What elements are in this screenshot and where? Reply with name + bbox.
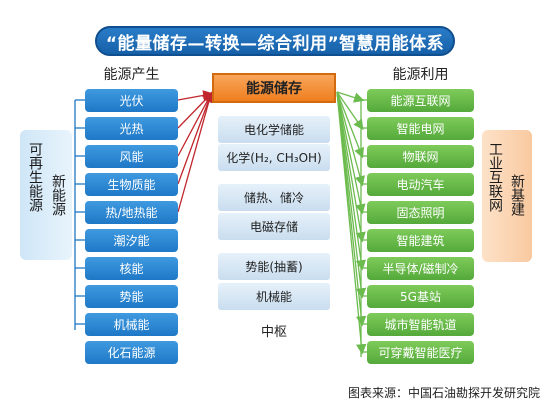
use-smart-building: 智能建筑 <box>367 229 474 252</box>
source-solar-thermal: 光热 <box>85 117 178 140</box>
source-wind: 风能 <box>85 145 178 168</box>
storage-electrochemical: 电化学储能 <box>218 116 330 143</box>
new-energy-panel: 新能源 可再生能源 <box>20 130 72 260</box>
source-to-storage-arrow <box>177 91 213 157</box>
source-note: 图表来源：中国石油勘探开发研究院 <box>347 386 540 400</box>
source-fossil: 化石能源 <box>85 341 178 364</box>
use-smart-grid: 智能电网 <box>367 117 474 140</box>
diagram-title: “能量储存—转换—综合利用”智慧用能体系 <box>95 26 455 56</box>
use-wearable-medical: 可穿戴智能医疗 <box>367 341 474 364</box>
storage-to-use-arrow <box>336 91 367 355</box>
storage-to-use-arrow <box>336 91 365 103</box>
storage-electromagnetic: 电磁存储 <box>218 213 330 240</box>
source-geothermal: 热/地热能 <box>85 201 178 224</box>
storage-pumped-hydro: 势能(抽蓄) <box>218 253 330 280</box>
new-infrastructure-label: 新基建 <box>509 174 525 216</box>
source-potential: 势能 <box>85 285 178 308</box>
storage-to-use-arrow <box>336 91 365 187</box>
use-5g-base-station: 5G基站 <box>367 285 474 308</box>
use-electric-vehicle: 电动汽车 <box>367 173 474 196</box>
use-iot: 物联网 <box>367 145 474 168</box>
source-mechanical: 机械能 <box>85 313 178 336</box>
industrial-internet-label: 工业互联网 <box>487 142 503 212</box>
source-nuclear: 核能 <box>85 257 178 280</box>
storage-thermal: 储热、储冷 <box>218 184 330 211</box>
utilization-heading: 能源利用 <box>392 67 449 83</box>
use-energy-internet: 能源互联网 <box>367 89 474 112</box>
use-urban-rail: 城市智能轨道 <box>367 313 474 336</box>
new-infrastructure-panel: 新基建 工业互联网 <box>482 130 532 262</box>
storage-to-use-arrow <box>336 91 366 243</box>
source-tidal: 潮汐能 <box>85 229 178 252</box>
production-heading: 能源产生 <box>103 67 160 83</box>
storage-to-use-arrow <box>336 91 364 131</box>
storage-to-use-arrow <box>336 91 366 215</box>
use-semiconductor-cooling: 半导体/磁制冷 <box>367 257 474 280</box>
renewable-energy-label: 可再生能源 <box>27 142 43 212</box>
storage-to-use-arrow <box>336 91 365 159</box>
storage-chemical: 化学(H₂, CH₃OH) <box>218 144 330 171</box>
source-to-storage-arrow <box>177 91 214 185</box>
source-biomass: 生物质能 <box>85 173 178 196</box>
storage-heading: 能源储存 <box>212 73 336 103</box>
new-energy-label: 新能源 <box>50 174 66 216</box>
hub-label: 中枢 <box>260 325 287 340</box>
source-solar-pv: 光伏 <box>85 89 178 112</box>
storage-mechanical: 机械能 <box>218 283 330 310</box>
source-to-storage-arrow <box>177 91 214 213</box>
use-solid-state-lighting: 固态照明 <box>367 201 474 224</box>
